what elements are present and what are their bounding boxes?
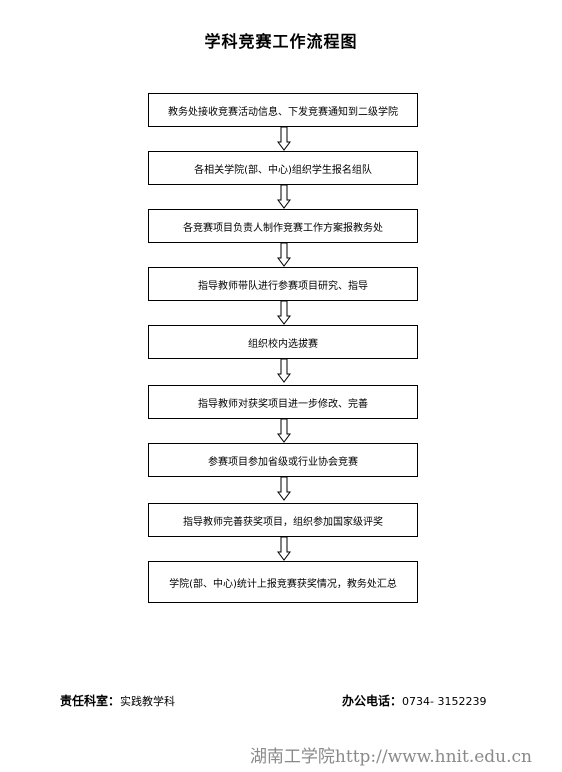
down-arrow-icon xyxy=(277,301,291,325)
flow-step-3: 各竞赛项目负责人制作竞赛工作方案报教务处 xyxy=(148,209,418,243)
flow-step-4: 指导教师带队进行参赛项目研究、指导 xyxy=(148,267,418,301)
flow-step-2: 各相关学院(部、中心)组织学生报名组队 xyxy=(148,151,418,185)
flow-step-5: 组织校内选拔赛 xyxy=(148,325,418,359)
watermark: 湖南工学院http://www.hnit.edu.cn xyxy=(249,747,532,767)
phone-label: 办公电话： xyxy=(342,694,403,708)
down-arrow-icon xyxy=(277,243,291,267)
down-arrow-icon xyxy=(277,419,291,443)
flow-step-6: 指导教师对获奖项目进一步修改、完善 xyxy=(148,385,418,419)
down-arrow-icon xyxy=(277,185,291,209)
department-label: 责任科室： xyxy=(60,694,121,708)
responsible-department: 责任科室：实践教学科 xyxy=(60,692,175,709)
down-arrow-icon xyxy=(277,537,291,561)
page-title: 学科竞赛工作流程图 xyxy=(204,32,358,51)
phone-value: 0734- 3152239 xyxy=(402,695,487,708)
office-phone: 办公电话：0734- 3152239 xyxy=(342,692,486,709)
down-arrow-icon xyxy=(277,127,291,151)
flow-step-9: 学院(部、中心)统计上报竞赛获奖情况，教务处汇总 xyxy=(148,561,418,603)
department-value: 实践教学科 xyxy=(120,695,176,708)
down-arrow-icon xyxy=(277,359,291,383)
flow-step-1: 教务处接收竞赛活动信息、下发竞赛通知到二级学院 xyxy=(148,93,418,127)
down-arrow-icon xyxy=(277,477,291,501)
flow-step-7: 参赛项目参加省级或行业协会竞赛 xyxy=(148,443,418,477)
flow-step-8: 指导教师完善获奖项目，组织参加国家级评奖 xyxy=(148,503,418,537)
